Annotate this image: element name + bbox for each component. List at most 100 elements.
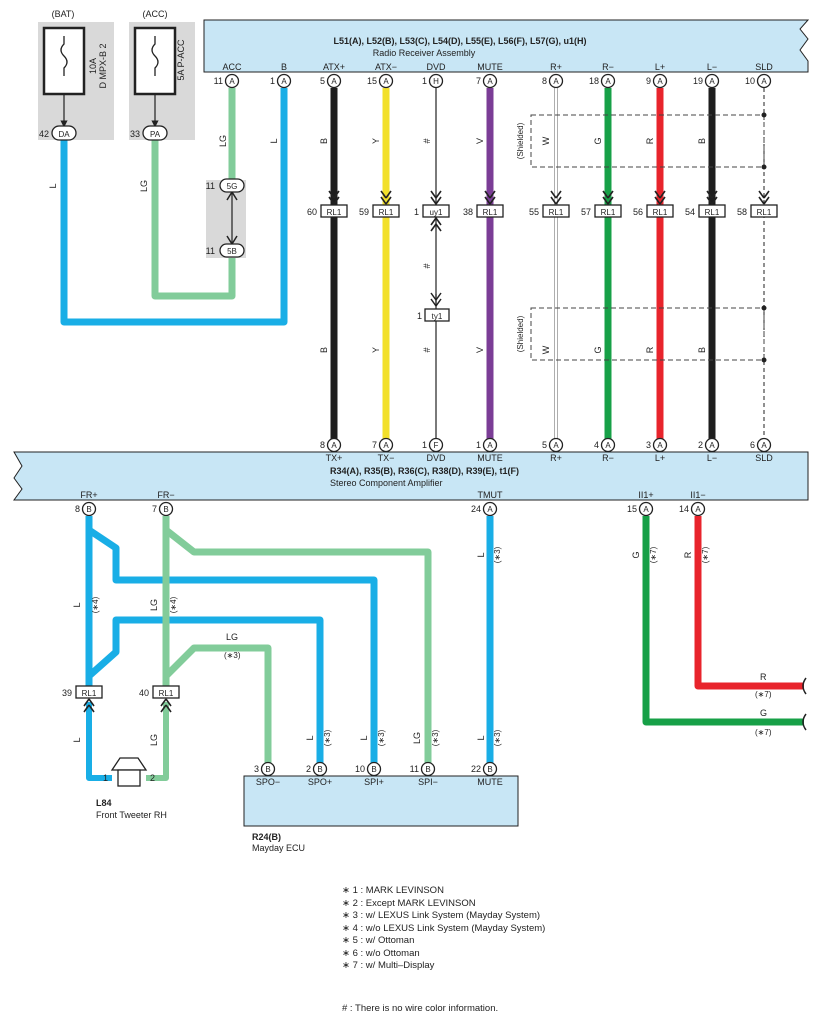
junction-top-num: 11 xyxy=(206,181,215,191)
junction-top-conn: 5G xyxy=(227,182,238,191)
ecu-pin-1-conn: B xyxy=(317,765,322,774)
amp-top-pin-6-label: L+ xyxy=(655,453,665,463)
ecu-pin-1-num: 2 xyxy=(306,764,311,774)
radio-pin-0: A 11 ACC xyxy=(214,62,242,89)
fuse-bat-rating: 10A xyxy=(88,58,98,74)
amp-top-pin-7-conn: A xyxy=(709,441,715,450)
note-spo-minus: (∗3) xyxy=(224,651,241,660)
ecu-pin-3-conn: B xyxy=(425,765,430,774)
fuse-connectors: 42 DA 33 PA xyxy=(39,125,168,141)
amp-top-pin-1-num: 7 xyxy=(372,440,377,450)
note-ecu-spi-minus: (∗3) xyxy=(431,729,440,746)
radio-pin-3-label: ATX− xyxy=(375,62,397,72)
amp-top-pin-1-label: TX− xyxy=(378,453,395,463)
radio-pin-0-conn: A xyxy=(229,77,235,86)
radio-pin-8-label: L+ xyxy=(655,62,665,72)
radio-pin-9-conn: A xyxy=(709,77,715,86)
amp-top-pin-0-label: TX+ xyxy=(326,453,343,463)
amp-top-pin-4-conn: A xyxy=(553,441,559,450)
amp-top-pin-5-label: R− xyxy=(602,453,614,463)
note-tmut: (∗3) xyxy=(493,546,502,563)
wire-label-upper-0: LG xyxy=(218,135,228,147)
relay-5-label: RL1 xyxy=(601,208,616,217)
amp-bottom-pin-1-conn: B xyxy=(163,505,168,514)
radio-pin-7-num: 18 xyxy=(589,76,599,86)
wire-label-upper-7: G xyxy=(593,137,603,144)
relay-6-label: RL1 xyxy=(653,208,668,217)
upper-wires xyxy=(60,88,765,440)
amp-top-pin-8-num: 6 xyxy=(750,440,755,450)
ty1-label: ty1 xyxy=(432,312,443,321)
radio-pin-5-num: 7 xyxy=(476,76,481,86)
label-ecu-mute: L xyxy=(476,735,486,740)
amp-top-pin-6-num: 3 xyxy=(646,440,651,450)
ecu-pin-2-conn: B xyxy=(371,765,376,774)
speaker-icon xyxy=(110,757,148,771)
amp-bottom-pin-4-label: II1− xyxy=(690,490,705,500)
amp-top-pin-2-conn: F xyxy=(434,441,439,450)
relay-0-num: 60 xyxy=(307,207,317,217)
label-tweeter-right: LG xyxy=(149,734,159,746)
note-ecu-spo-plus: (∗3) xyxy=(323,729,332,746)
no-wire-note: # : There is no wire color information. xyxy=(342,1003,499,1014)
amp-top-pin-8-label: SLD xyxy=(755,453,773,463)
ty1-num: 1 xyxy=(417,311,422,321)
amp-bottom-pin-4-num: 14 xyxy=(679,504,689,514)
amp-top-pins: A8TX+A7TX−F1DVDA1MUTEA5R+A4R−A3L+A2L−A6S… xyxy=(320,437,773,463)
tweeter-name: Front Tweeter RH xyxy=(96,810,167,820)
radio-pin-2-conn: A xyxy=(331,77,337,86)
wire-label-upper-9: B xyxy=(697,138,707,144)
radio-pin-0-num: 11 xyxy=(214,76,223,86)
amp-top-pin-0-conn: A xyxy=(331,441,337,450)
ecu-pin-4-conn: B xyxy=(487,765,492,774)
tweeter-pin2: 2 xyxy=(150,773,155,783)
radio-pins: A11ACCA1BA5ATX+A15ATX−H1DVDA7MUTEA8R+A18… xyxy=(214,62,773,89)
label-fr-minus: LG xyxy=(149,599,159,611)
amplifier-box xyxy=(13,451,809,501)
chevron-down-icon xyxy=(328,190,340,205)
note-fr-plus: (∗4) xyxy=(91,596,100,613)
amp-top-pin-6: A3L+ xyxy=(646,437,668,463)
fuse-bat-pin: 42 xyxy=(39,129,49,139)
ecu-pin-2-num: 10 xyxy=(355,764,365,774)
junction-connectors: 11 5G 11 5B xyxy=(206,178,245,258)
radio-pin-9-label: L− xyxy=(707,62,717,72)
amp-top-pin-5-conn: A xyxy=(605,441,611,450)
amp-top-pin-6-conn: A xyxy=(657,441,663,450)
fuse-acc-group: (ACC) xyxy=(143,9,168,19)
chevron-down-icon xyxy=(602,190,614,205)
relay-3-label: RL1 xyxy=(483,208,498,217)
tweeter-pin1: 1 xyxy=(103,773,108,783)
chevron-down-icon xyxy=(706,190,718,205)
chevron-down-icon xyxy=(226,235,238,245)
radio-pin-0-label: ACC xyxy=(222,62,242,72)
radio-pin-5-conn: A xyxy=(487,77,493,86)
note-out-r: (∗7) xyxy=(755,690,772,699)
amp-connectors: R34(A), R35(B), R36(C), R38(D), R39(E), … xyxy=(330,466,519,476)
amp-bottom-pin-2-num: 24 xyxy=(471,504,481,514)
amp-top-pin-3-num: 1 xyxy=(476,440,481,450)
amp-top-pin-4: A5R+ xyxy=(542,437,564,463)
ecu-pin-3-num: 11 xyxy=(410,764,419,774)
mayday-ecu-box xyxy=(243,775,519,827)
relay-6-num: 56 xyxy=(633,207,643,217)
chevron-down-icon xyxy=(654,190,666,205)
note-line: ∗ 1 : MARK LEVINSON xyxy=(342,885,444,896)
chevron-up-icon xyxy=(160,698,172,713)
amp-top-pin-4-label: R+ xyxy=(550,453,562,463)
wire-label-upper-8: R xyxy=(645,137,655,144)
label-tmut: L xyxy=(476,552,486,557)
ecu-pin-3-label: SPI− xyxy=(418,777,438,787)
radio-connectors: L51(A), L52(B), L53(C), L54(D), L55(E), … xyxy=(333,36,586,46)
